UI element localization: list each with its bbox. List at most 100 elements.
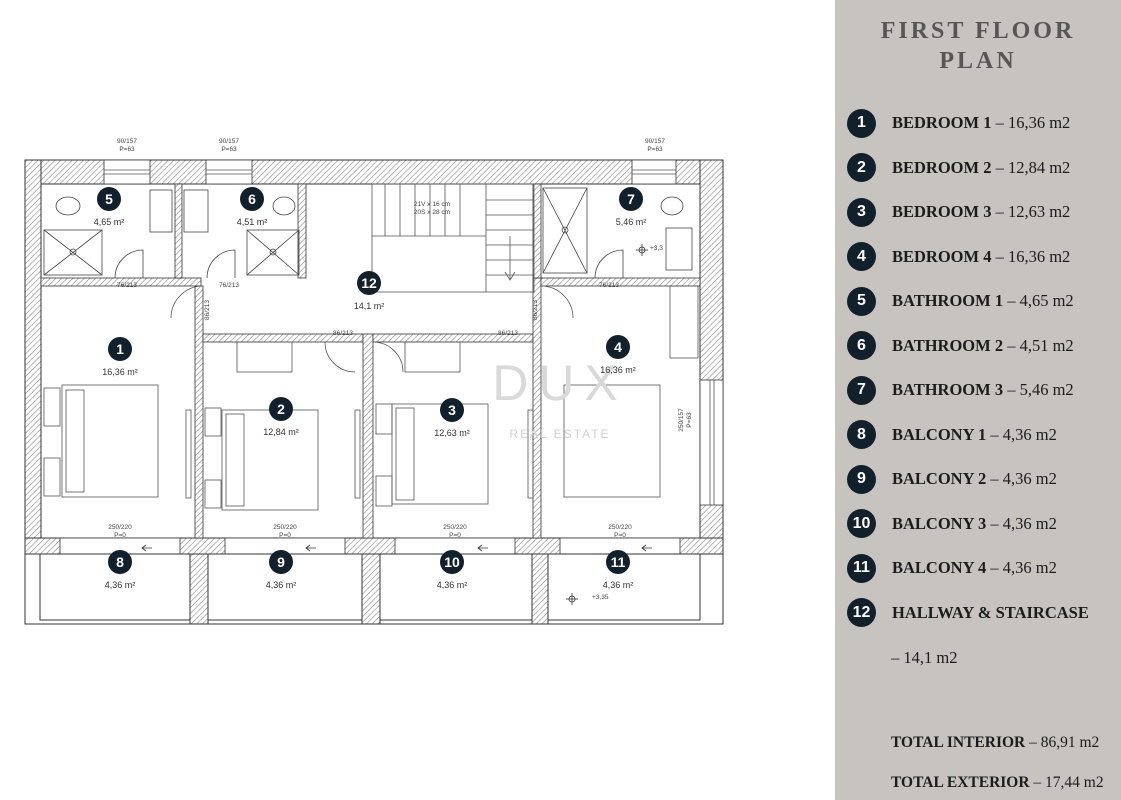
legend-badge: 7 bbox=[847, 375, 876, 405]
legend-item-name: BALCONY 2 bbox=[892, 469, 987, 488]
room-number-12: 12 bbox=[361, 275, 377, 291]
room-number-1: 1 bbox=[116, 341, 124, 357]
legend-item-area: – 4,65 m2 bbox=[1003, 291, 1074, 310]
room-badge-11 bbox=[606, 550, 630, 574]
window-sublabel: P=63 bbox=[221, 146, 237, 153]
legend-item-7: 7 BATHROOM 3 – 5,46 m2 bbox=[847, 375, 1074, 405]
legend-badge: 5 bbox=[847, 286, 876, 316]
legend-item-name: HALLWAY & STAIRCASE bbox=[892, 602, 1089, 622]
legend-badge: 6 bbox=[847, 331, 876, 360]
room-area-3: 12,63 m² bbox=[434, 428, 470, 438]
exterior-walls bbox=[24, 159, 724, 555]
room-badge-7 bbox=[619, 187, 643, 211]
room-area-10: 4,36 m² bbox=[437, 580, 468, 590]
stair-note: 21V x 16 cm bbox=[414, 201, 450, 208]
legend-item-12: 12 HALLWAY & STAIRCASE bbox=[847, 598, 1089, 628]
door-label: 76/213 bbox=[117, 282, 137, 289]
room-number-8: 8 bbox=[116, 554, 124, 570]
total-interior-value: – 86,91 m2 bbox=[1029, 734, 1100, 751]
window-label: 90/157 bbox=[645, 138, 665, 145]
room-badge-12 bbox=[357, 271, 381, 295]
room-badge-8 bbox=[108, 550, 132, 574]
level-mark: +3,35 bbox=[592, 594, 609, 601]
stair-note: 20S x 28 cm bbox=[414, 209, 450, 216]
legend-item-name: BEDROOM 2 bbox=[892, 157, 992, 177]
legend-item-area: – 16,36 m2 bbox=[991, 113, 1071, 132]
legend-item-area: – 4,36 m2 bbox=[986, 558, 1057, 577]
legend-badge: 11 bbox=[847, 553, 876, 583]
legend-item-name: BATHROOM 3 bbox=[892, 380, 1004, 399]
watermark: DUX REAL ESTATE bbox=[492, 355, 618, 441]
legend-badge: 8 bbox=[847, 420, 876, 449]
door-label: 76/213 bbox=[599, 282, 619, 289]
door-label: 86/213 bbox=[204, 300, 211, 320]
level-marker-icons bbox=[141, 244, 652, 605]
legend-item-name: BEDROOM 4 bbox=[892, 246, 992, 266]
room-area-2: 12,84 m² bbox=[263, 427, 299, 437]
legend-item-area: – 12,84 m2 bbox=[991, 157, 1071, 177]
room-badge-6 bbox=[240, 187, 264, 211]
legend-item-area: – 4,51 m2 bbox=[1003, 335, 1074, 355]
room-number-6: 6 bbox=[248, 191, 256, 207]
door-swings bbox=[170, 285, 574, 373]
legend-item-text: BATHROOM 3 – 5,46 m2 bbox=[892, 380, 1074, 400]
room-number-10: 10 bbox=[444, 554, 460, 570]
legend-item-text: BATHROOM 2 – 4,51 m2 bbox=[892, 336, 1074, 356]
legend-item-area: – 4,36 m2 bbox=[986, 469, 1057, 488]
legend-item-text: BALCONY 2 – 4,36 m2 bbox=[892, 469, 1057, 489]
legend-item-text: BEDROOM 3 – 12,63 m2 bbox=[892, 202, 1070, 222]
legend-badge: 4 bbox=[847, 242, 876, 271]
legend-item-text: BEDROOM 2 – 12,84 m2 bbox=[892, 158, 1070, 178]
legend-title-line-2: PLAN bbox=[939, 48, 1017, 74]
room-area-9: 4,36 m² bbox=[266, 580, 297, 590]
side-window-sublabel: P=63 bbox=[686, 412, 693, 428]
room-number-7: 7 bbox=[627, 191, 635, 207]
legend-item-text: BALCONY 3 – 4,36 m2 bbox=[892, 514, 1057, 534]
legend-badge: 12 bbox=[847, 598, 876, 627]
legend-item-text: HALLWAY & STAIRCASE bbox=[892, 603, 1089, 623]
legend-item-name: BATHROOM 2 bbox=[892, 335, 1004, 355]
legend-item-name: BEDROOM 1 bbox=[892, 113, 992, 132]
window-sublabel: P=63 bbox=[647, 146, 663, 153]
legend-item-6: 6 BATHROOM 2 – 4,51 m2 bbox=[847, 331, 1074, 361]
dimension-labels: 90/157 P=63 90/157 P=63 90/157 P=63 76/2… bbox=[108, 138, 693, 601]
balcony-door-sublabel: P=0 bbox=[279, 532, 291, 539]
room-area-5: 4,65 m² bbox=[94, 217, 125, 227]
balcony-door-sublabel: P=0 bbox=[449, 532, 461, 539]
balcony-door-label: 250/220 bbox=[608, 524, 632, 531]
room-number-3: 3 bbox=[448, 402, 456, 418]
interior-walls bbox=[40, 183, 701, 539]
door-label: 86/213 bbox=[333, 330, 353, 337]
legend-item-area: – 4,36 m2 bbox=[986, 513, 1057, 533]
room-badge-10 bbox=[440, 550, 464, 574]
svg-text:REAL ESTATE: REAL ESTATE bbox=[509, 427, 610, 441]
side-window-label: 250/157 bbox=[678, 408, 685, 432]
legend-item-area: – 16,36 m2 bbox=[991, 246, 1071, 266]
window-label: 90/157 bbox=[219, 138, 239, 145]
room-badge-2 bbox=[269, 397, 293, 421]
legend-item-text: BATHROOM 1 – 4,65 m2 bbox=[892, 291, 1074, 311]
room-badge-1 bbox=[108, 337, 132, 361]
room-badge-3 bbox=[440, 398, 464, 422]
room-area-12: 14,1 m² bbox=[354, 301, 385, 311]
room-area-1: 16,36 m² bbox=[102, 367, 138, 377]
room-area-8: 4,36 m² bbox=[105, 580, 136, 590]
total-interior: TOTAL INTERIOR – 86,91 m2 bbox=[891, 734, 1099, 752]
legend-item-5: 5 BATHROOM 1 – 4,65 m2 bbox=[847, 286, 1074, 316]
door-label: 86/213 bbox=[498, 330, 518, 337]
window-sublabel: P=63 bbox=[119, 146, 135, 153]
legend-badge: 10 bbox=[847, 509, 876, 538]
balcony-door-label: 250/220 bbox=[443, 524, 467, 531]
total-exterior-label: TOTAL EXTERIOR bbox=[891, 774, 1030, 791]
legend-item-area: – 12,63 m2 bbox=[991, 202, 1071, 221]
window-label: 90/157 bbox=[117, 138, 137, 145]
legend-item-area: – 4,36 m2 bbox=[986, 424, 1057, 444]
legend-item-text: BEDROOM 1 – 16,36 m2 bbox=[892, 113, 1070, 133]
balcony-door-sublabel: P=0 bbox=[114, 532, 126, 539]
hallway-area: – 14,1 m2 bbox=[891, 648, 958, 667]
